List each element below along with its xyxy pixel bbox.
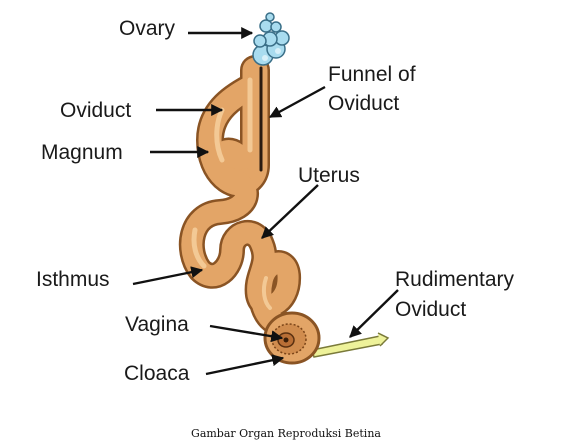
uterus-arrow xyxy=(261,184,319,239)
label-uterus: Uterus xyxy=(298,164,360,187)
isthmus-arrow xyxy=(132,266,204,286)
label-funnel-oviduct: Oviduct xyxy=(328,92,399,115)
ovary-shape xyxy=(252,12,290,66)
label-funnel-of: Funnel of xyxy=(328,63,416,86)
label-rudimentary-oviduct: Oviduct xyxy=(395,298,466,321)
label-rudimentary: Rudimentary xyxy=(395,268,515,291)
vagina-arrow xyxy=(209,324,284,343)
label-oviduct: Oviduct xyxy=(60,99,131,122)
label-vagina: Vagina xyxy=(125,313,189,336)
figure-caption: Gambar Organ Reproduksi Betina xyxy=(191,427,381,440)
label-ovary: Ovary xyxy=(119,17,176,40)
cloaca-shape xyxy=(263,311,321,365)
oviduct-tract-shape xyxy=(178,55,301,335)
cloaca-arrow xyxy=(205,354,285,376)
label-cloaca: Cloaca xyxy=(124,362,190,385)
label-isthmus: Isthmus xyxy=(36,268,110,291)
funnel-arrow xyxy=(268,85,326,119)
rudimentary-arrow xyxy=(349,289,399,338)
label-magnum: Magnum xyxy=(41,141,123,164)
